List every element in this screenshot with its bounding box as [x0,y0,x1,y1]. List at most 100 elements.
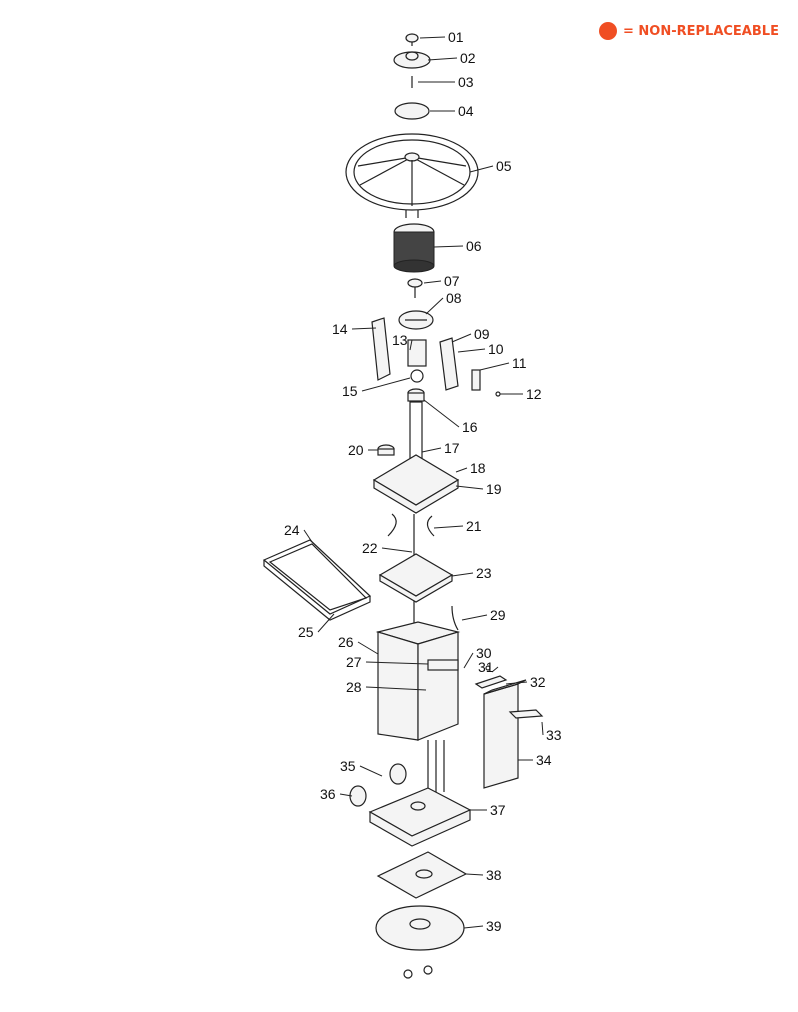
part-label-03: 03 [458,74,474,90]
part-06-emitter [393,223,435,273]
part-01-cap [405,33,419,46]
leader-line-29 [461,614,488,621]
part-17-post [409,401,423,463]
leader-line-25 [317,613,335,633]
part-35-wheel [389,763,407,785]
part-15-valve [407,339,427,383]
part-label-37: 37 [490,802,506,818]
part-label-20: 20 [348,442,364,458]
part-label-23: 23 [476,565,492,581]
leader-line-15 [361,377,411,392]
leader-line-13 [409,339,413,351]
part-label-21: 21 [466,518,482,534]
part-33-hinge [508,709,544,719]
leader-line-11 [479,362,510,371]
part-labels: 0102030405060708091011121314151617181920… [284,29,562,934]
part-label-22: 22 [362,540,378,556]
part-label-35: 35 [340,758,356,774]
part-07-nozzle [407,278,423,298]
leader-line-26 [357,641,379,655]
leader-line-32 [505,681,528,685]
leader-line-22 [381,547,413,553]
part-18-top-plate [372,454,460,514]
part-label-28: 28 [346,679,362,695]
part-label-36: 36 [320,786,336,802]
leader-line-06 [433,245,464,248]
leader-line-05 [469,165,494,173]
part-label-27: 27 [346,654,362,670]
legend-text: = NON-REPLACEABLE [623,23,779,39]
part-label-06: 06 [466,238,482,254]
leader-line-39 [463,925,484,929]
leader-line-10 [457,348,486,353]
part-label-32: 32 [530,674,546,690]
leader-line-30 [463,652,474,669]
part-21-hooks [387,513,435,537]
leader-line-28 [365,686,427,691]
part-label-14: 14 [332,321,348,337]
part-label-17: 17 [444,440,460,456]
leader-line-17 [421,447,442,453]
leader-line-38 [465,873,484,876]
part-label-07: 07 [444,273,460,289]
part-label-12: 12 [526,386,542,402]
non-replaceable-dot-icon [599,22,617,40]
leader-line-19 [455,485,484,490]
part-label-34: 34 [536,752,552,768]
part-label-19: 19 [486,481,502,497]
part-34-door [483,679,527,789]
part-label-24: 24 [284,522,300,538]
leader-line-16 [423,399,460,428]
leader-line-07 [423,280,442,284]
part-26-housing [375,621,461,741]
part-label-18: 18 [470,460,486,476]
leader-line-01 [419,36,446,39]
part-14-bracket [371,317,391,381]
part-38-weight-plate [376,851,468,899]
leader-line-27 [365,661,429,665]
part-label-30: 30 [476,645,492,661]
leader-line-31 [491,666,499,673]
part-label-05: 05 [496,158,512,174]
part-label-10: 10 [488,341,504,357]
leader-line-23 [451,572,474,577]
part-05-reflector [345,133,479,218]
part-label-11: 11 [512,355,527,371]
leader-line-24 [303,529,313,543]
part-31-bracket [474,665,508,689]
part-29-cable [451,605,459,631]
part-label-38: 38 [486,867,502,883]
leader-line-18 [455,467,468,473]
part-label-29: 29 [490,607,506,623]
leader-line-35 [359,765,383,777]
part-label-09: 09 [474,326,490,342]
part-36-wheel [349,785,367,807]
part-label-33: 33 [546,727,562,743]
part-label-02: 02 [460,50,476,66]
part-08-burner-plate [398,310,434,330]
leader-line-02 [427,57,458,61]
part-label-16: 16 [462,419,478,435]
leader-line-14 [351,327,377,330]
part-label-04: 04 [458,103,474,119]
legend: = NON-REPLACEABLE [599,22,779,40]
part-label-08: 08 [446,290,462,306]
leader-line-36 [339,793,353,797]
leader-line-33 [541,721,544,736]
part-10-panel [439,337,501,397]
part-label-15: 15 [342,383,358,399]
leader-line-21 [433,525,464,529]
part-39-round-base [375,905,465,979]
part-label-01: 01 [448,29,464,45]
part-04-washer [394,102,430,120]
part-20-knob [377,444,395,456]
leader-line-09 [451,333,472,343]
part-37-base [368,787,472,847]
part-label-31: 31 [478,659,494,675]
part-label-39: 39 [486,918,502,934]
leader-line-08 [425,297,444,315]
part-16-collar [407,388,425,402]
part-label-25: 25 [298,624,314,640]
